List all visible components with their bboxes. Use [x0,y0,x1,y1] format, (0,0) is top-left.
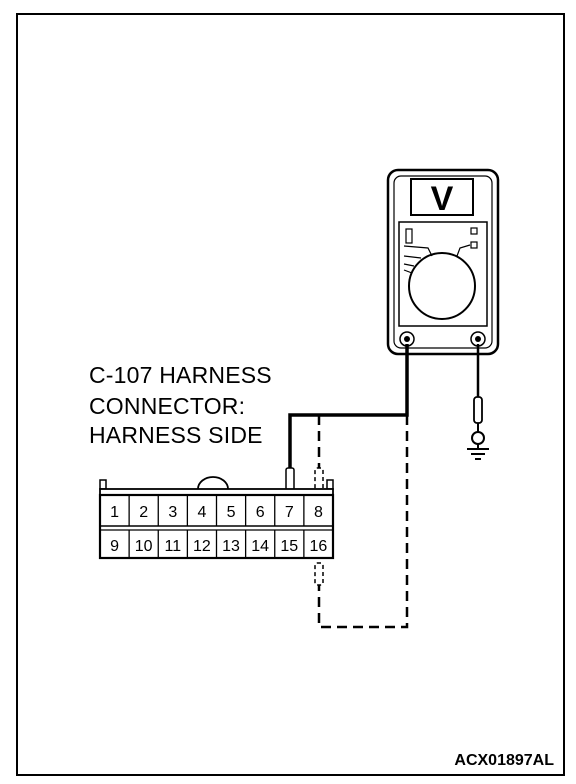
alternate-probe [314,562,324,586]
connector-latch [197,476,229,490]
pin-label-12: 12 [193,538,211,555]
connector-label-line-3: HARNESS SIDE [89,422,263,448]
pin-label-4: 4 [197,504,206,521]
connector-label-line-1: C-107 HARNESS [89,362,272,388]
pin-label-10: 10 [135,538,153,555]
range-line [403,245,433,257]
alternate-probe [314,467,324,491]
positive-jack-center [404,336,410,342]
range-line [403,269,413,274]
range-mark-box [470,241,478,249]
ground-clip [471,431,485,445]
connector-tab [99,479,107,490]
pin-label-5: 5 [227,504,236,521]
multimeter-display [410,178,474,216]
range-line [456,244,471,257]
pin-label-13: 13 [222,538,240,555]
pin-label-16: 16 [310,538,328,555]
multimeter-inner-border [393,175,493,349]
ground-lead [467,344,489,460]
multimeter-display-label: V [431,180,454,218]
alternate-lead-wire [317,415,409,629]
ground-probe [473,396,483,424]
figure-code: ACX01897AL [454,752,554,769]
multimeter: V [386,168,500,356]
test-probe [285,467,295,491]
range-line [403,263,415,267]
connector-tab [326,479,334,490]
pin-label-15: 15 [280,538,298,555]
pin-label-1: 1 [110,504,119,521]
range-mark-box [470,227,478,235]
pin-label-2: 2 [139,504,148,521]
test-lead-wire [288,344,409,468]
range-line [403,255,422,259]
connector-label-line-2: CONNECTOR: [89,393,246,419]
pin-label-8: 8 [314,504,323,521]
pin-label-9: 9 [110,538,119,555]
pin-label-6: 6 [256,504,265,521]
pin-label-11: 11 [165,538,182,555]
diagram-frame [16,13,565,776]
pin-label-7: 7 [285,504,294,521]
range-mark-box [405,228,413,244]
selector-dial [408,252,476,320]
negative-jack-center [475,336,481,342]
pin-label-3: 3 [168,504,177,521]
pin-label-14: 14 [251,538,269,555]
